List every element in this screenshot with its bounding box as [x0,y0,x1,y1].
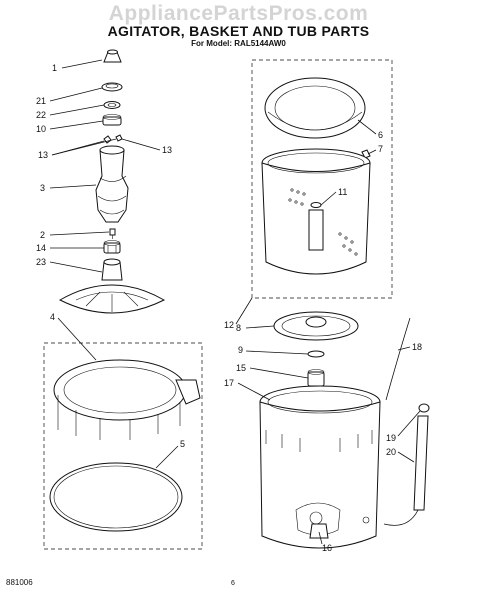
callout-4: 4 [50,312,55,322]
callout-labels: 1 21 22 10 13 13 3 2 14 23 4 5 [36,59,422,553]
part-22-ring[interactable] [103,101,121,109]
callout-5: 5 [180,439,185,449]
callout-9: 9 [238,345,243,355]
part-15-tub-seal[interactable] [307,369,325,387]
page-number: 6 [231,580,235,587]
callout-11: 11 [338,187,347,197]
callout-13-left: 13 [38,150,48,160]
page-title: AGITATOR, BASKET AND TUB PARTS [107,23,370,39]
part-17-outer-tub[interactable] [259,385,381,549]
callout-16: 16 [322,543,332,553]
callout-17: 17 [224,378,234,388]
callout-20: 20 [386,447,396,457]
part-20-drain-hose[interactable] [383,415,429,526]
part-10-washer[interactable] [102,114,122,126]
part-16-pump-connector[interactable] [309,523,329,539]
part-3-agitator-barrel[interactable] [95,145,129,223]
part-1-agitator-cap[interactable] [103,49,122,63]
part-23-agitator-base[interactable] [58,258,166,314]
part-4-tub-ring[interactable] [53,359,201,440]
callout-22: 22 [36,110,46,120]
part-14-agitator-cam[interactable] [103,240,121,254]
part-5-tub-ring-gasket[interactable] [49,462,183,532]
callout-14: 14 [36,243,46,253]
callout-13-right: 13 [162,145,172,155]
callout-1: 1 [52,63,57,73]
callout-21: 21 [36,96,46,106]
part-8-basket-drive-hub[interactable] [273,311,359,341]
callout-8: 8 [236,323,241,333]
part-6-balance-ring[interactable] [264,77,366,139]
part-19-hose-clamp[interactable] [418,403,430,413]
callout-7: 7 [378,144,383,154]
part-2-screw[interactable] [109,228,116,239]
callout-19: 19 [386,433,396,443]
part-18-air-dome-tube[interactable] [385,317,411,401]
part-9-snap-ring[interactable] [307,350,325,358]
footer-code: 881006 [6,578,33,587]
callout-10: 10 [36,124,46,134]
callout-23: 23 [36,257,46,267]
watermark: AppliancePartsPros.com [108,2,369,25]
callout-12: 12 [224,320,234,330]
part-21-cap-seal[interactable] [101,82,123,92]
part-11-wash-basket[interactable] [261,148,371,275]
callout-6: 6 [378,130,383,140]
model-number: For Model: RAL5144AW0 [191,39,286,48]
part-13-agitator-dogs[interactable] [103,134,123,144]
callout-18: 18 [412,342,422,352]
group-box-basket [251,59,393,299]
callout-2: 2 [40,230,45,240]
group-box-tub-ring [43,342,203,550]
callout-15: 15 [236,363,246,373]
callout-3: 3 [40,183,45,193]
